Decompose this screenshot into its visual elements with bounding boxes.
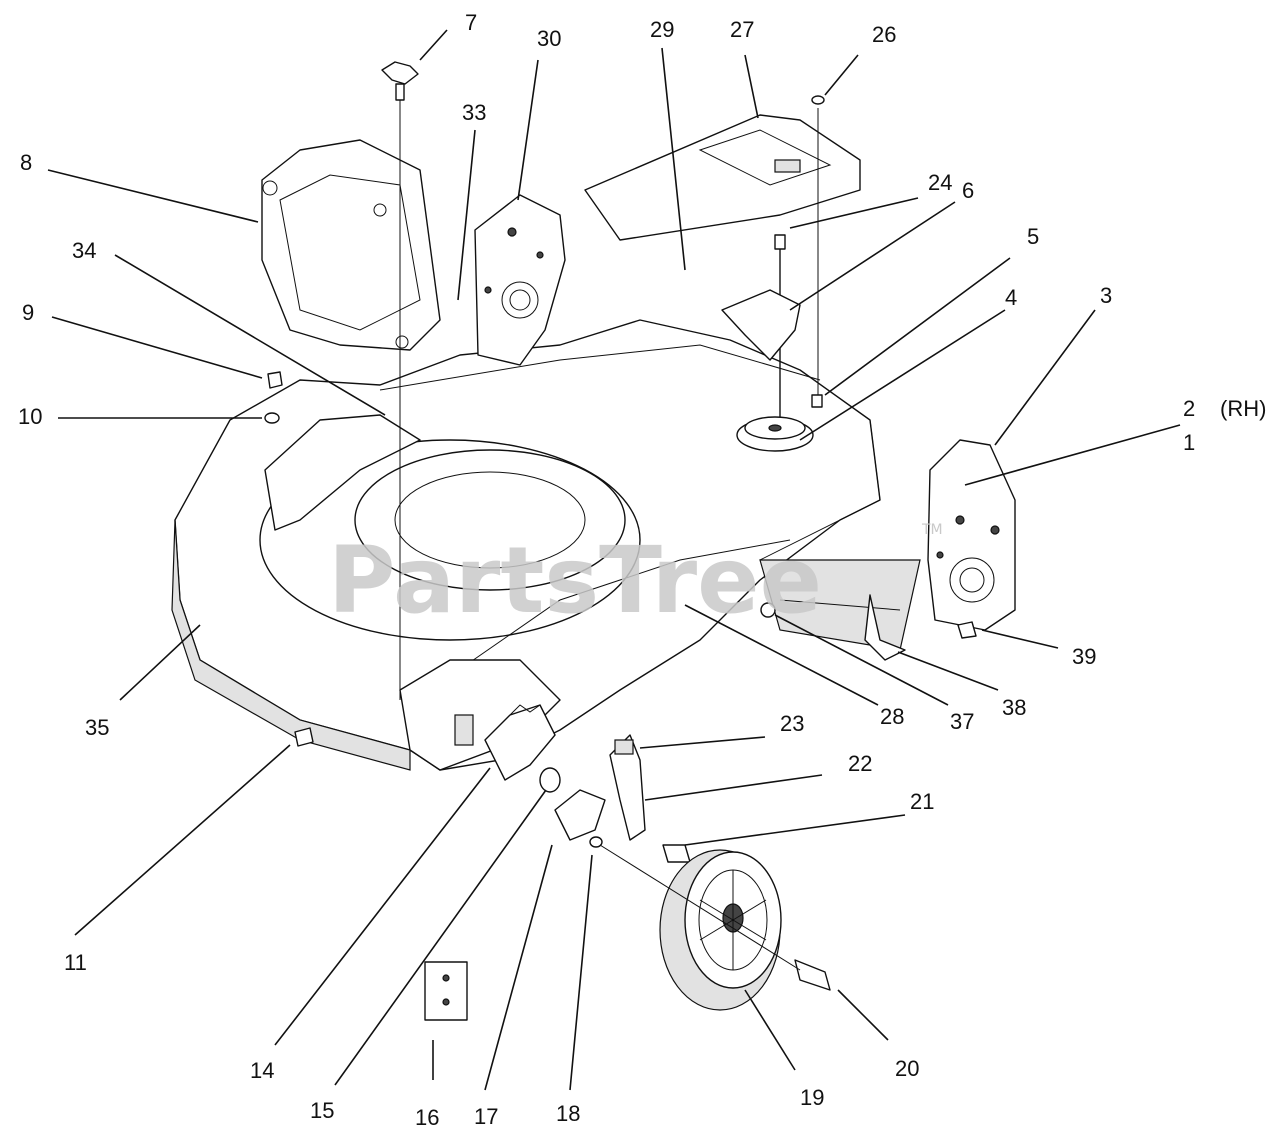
screw-part-26: [811, 95, 825, 395]
leader-30: [517, 59, 539, 201]
discharge-cover-part-8: [261, 139, 441, 351]
leader-4: [799, 309, 1006, 441]
callout-2: 2: [1183, 396, 1195, 421]
bracket-part-6: [721, 289, 801, 361]
leader-23: [639, 736, 766, 749]
leader-28: [684, 604, 879, 706]
leader-34: [114, 254, 386, 416]
callout-28: 28: [880, 704, 904, 729]
washer-part-18: [589, 836, 603, 848]
callout-2-rh: (RH): [1220, 396, 1266, 421]
callout-35: 35: [85, 715, 109, 740]
callout-39: 39: [1072, 644, 1096, 669]
callout-8: 8: [20, 150, 32, 175]
callout-14: 14: [250, 1058, 274, 1083]
callout-27: 27: [730, 17, 754, 42]
leader-27: [744, 54, 759, 119]
leader-38: [897, 651, 999, 691]
leader-39: [981, 629, 1059, 649]
plate-part-16: [424, 961, 468, 1021]
callout-11: 11: [64, 950, 87, 975]
leader-3: [994, 309, 1096, 446]
leader-15: [334, 789, 547, 1086]
leader-24: [789, 197, 919, 229]
callout-1: 1: [1183, 430, 1195, 455]
callout-10: 10: [18, 404, 42, 429]
callout-19: 19: [800, 1085, 824, 1110]
leader-20: [837, 989, 889, 1041]
right-side-plate-part-3: [927, 439, 1016, 631]
callout-3: 3: [1100, 283, 1112, 308]
callout-16: 16: [415, 1105, 439, 1130]
leader-11: [74, 744, 291, 936]
leader-17: [484, 844, 553, 1091]
clip-part-11: [294, 727, 314, 747]
mower-deck: [171, 319, 921, 771]
nut-part-37: [760, 602, 776, 618]
callout-33: 33: [462, 100, 486, 125]
callout-24: 24: [928, 170, 952, 195]
side-plate-part-30: [474, 194, 566, 366]
callout-9: 9: [22, 300, 34, 325]
wheel-part-19: [659, 849, 782, 1011]
leader-26: [824, 54, 859, 96]
leader-18: [569, 854, 593, 1091]
leader-19: [744, 989, 796, 1071]
bracket-part-17: [554, 789, 606, 841]
callout-5: 5: [1027, 224, 1039, 249]
leader-7: [419, 29, 448, 61]
callout-15: 15: [310, 1098, 334, 1123]
callout-17: 17: [474, 1104, 498, 1129]
pulley-part-4: [736, 416, 814, 452]
callout-34: 34: [72, 238, 96, 263]
top-cover-part-27: [584, 114, 861, 241]
leader-22: [644, 774, 823, 801]
callout-26: 26: [872, 22, 896, 47]
leader-33: [457, 129, 476, 301]
leader-6: [789, 201, 956, 311]
leader-8: [47, 169, 259, 223]
callout-4: 4: [1005, 285, 1017, 310]
callout-22: 22: [848, 751, 872, 776]
nut-part-5: [811, 394, 823, 408]
leader-wheel-axis: [599, 844, 801, 971]
screw-part-39: [957, 621, 977, 639]
callout-7: 7: [465, 10, 477, 35]
knob-part-7: [381, 61, 419, 700]
callout-37: 37: [950, 709, 974, 734]
callout-21: 21: [910, 789, 934, 814]
leader-21: [684, 814, 906, 846]
watermark: PartsTree: [328, 527, 822, 634]
height-adjuster-part-14: [484, 704, 556, 781]
callout-labels: 1 2 (RH) 3 4 5 6 7 8 9 10 11 14 15 16 17…: [18, 10, 1266, 1130]
bolt-part-9: [267, 371, 283, 389]
leader-9: [51, 316, 263, 379]
leader-37: [774, 614, 949, 706]
baffle-part-38: [864, 594, 906, 661]
callout-30: 30: [537, 26, 561, 51]
washer-part-10: [264, 412, 280, 424]
bolt-part-21: [662, 844, 691, 863]
spacer-part-15: [539, 767, 561, 793]
watermark-tm: TM: [921, 522, 943, 538]
callout-20: 20: [895, 1056, 919, 1081]
callout-29: 29: [650, 17, 674, 42]
callout-23: 23: [780, 711, 804, 736]
leader-lines: [47, 29, 1181, 1091]
leader-14: [274, 767, 491, 1046]
leader-35: [119, 624, 201, 701]
leader-1: [964, 424, 1181, 486]
callout-18: 18: [556, 1101, 580, 1126]
callout-6: 6: [962, 178, 974, 203]
leader-5: [824, 257, 1011, 396]
lever-part-22: [609, 734, 646, 841]
callout-38: 38: [1002, 695, 1026, 720]
leader-29: [661, 47, 686, 271]
axle-bolt-part-20: [794, 959, 831, 991]
